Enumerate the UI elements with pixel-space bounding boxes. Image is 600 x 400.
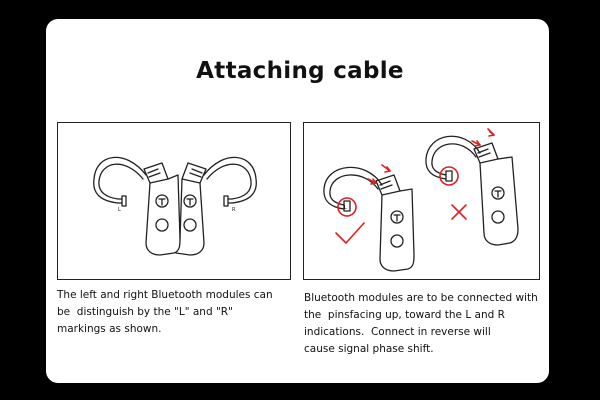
correct-module — [323, 166, 415, 272]
left-caption-line: markings as shown. — [57, 323, 162, 335]
reverse-pin-highlight — [439, 166, 459, 186]
page-title: Attaching cable — [196, 58, 404, 84]
connection-illustration: L — [323, 128, 519, 272]
reverse-module — [425, 135, 519, 246]
correct-marking-label: L — [344, 205, 347, 211]
left-module — [93, 156, 181, 256]
right-caption-line: Bluetooth modules are to be connected wi… — [304, 292, 538, 304]
cross-mark-icon — [451, 204, 467, 220]
correct-pin-highlight — [337, 197, 357, 217]
left-caption: The left and right Bluetooth modules can… — [57, 287, 273, 338]
right-caption-line: cause signal phase shift. — [304, 343, 434, 355]
lr-modules-illustration: L R — [93, 156, 257, 256]
left-marking-label: L — [118, 207, 121, 213]
right-caption-line: indications. Connect in reverse will — [304, 326, 491, 338]
check-mark-icon — [335, 222, 365, 244]
panel-lr-markings: L R — [57, 122, 291, 280]
panel-connection-direction: L — [303, 122, 540, 280]
left-caption-line: The left and right Bluetooth modules can — [57, 289, 273, 301]
right-caption-line: the pinsfacing up, toward the L and R — [304, 309, 505, 321]
right-module — [175, 156, 257, 256]
right-marking-label: R — [232, 207, 236, 213]
right-caption: Bluetooth modules are to be connected wi… — [304, 290, 538, 358]
left-caption-line: be distinguish by the "L" and "R" — [57, 306, 233, 318]
